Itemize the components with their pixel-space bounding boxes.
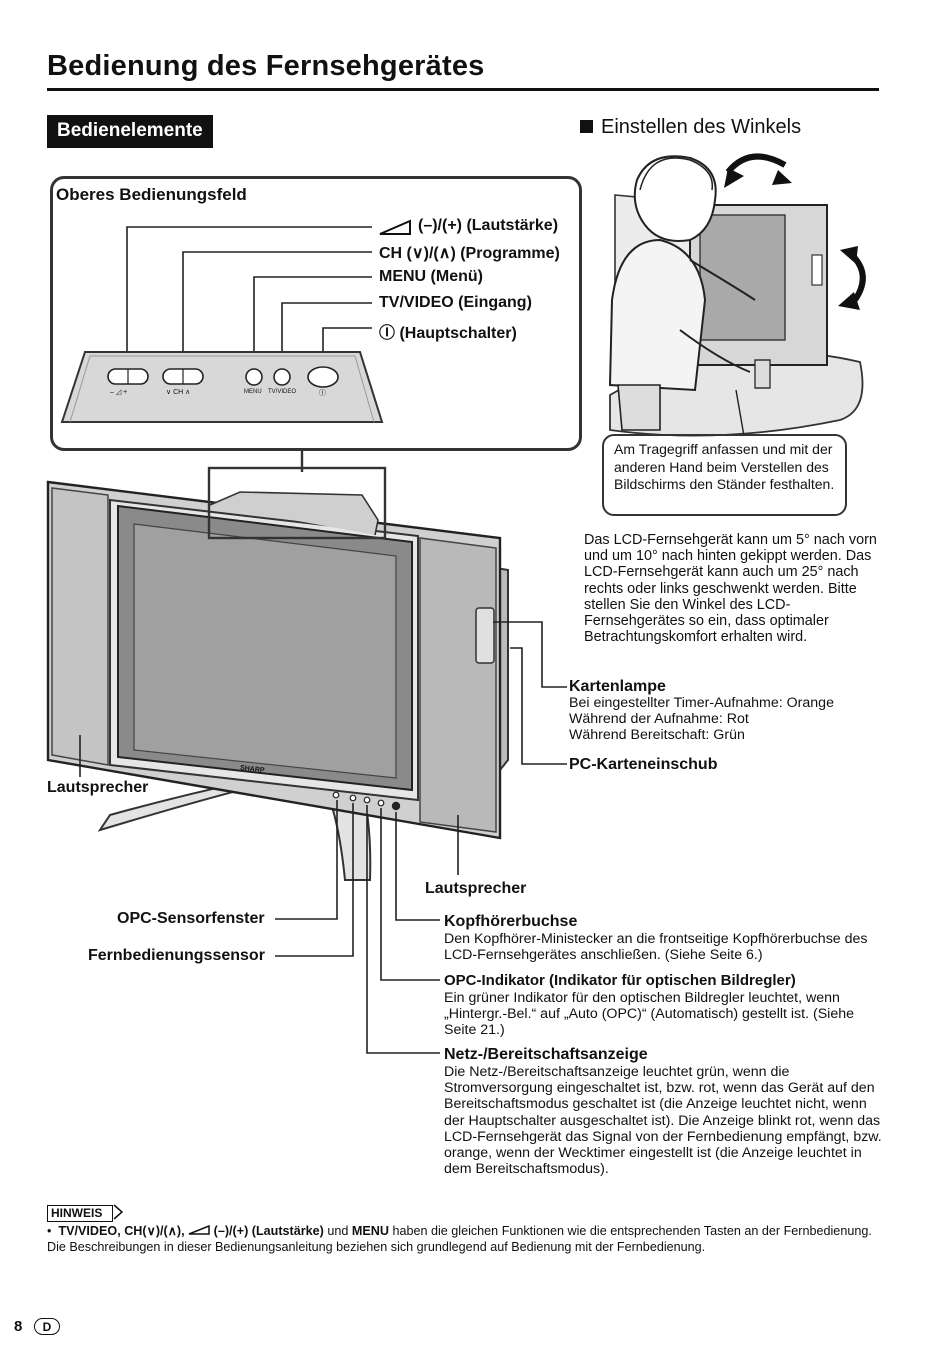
headphone-title: Kopfhörerbuchse [444,913,578,930]
control-panel-frame [50,176,582,451]
menu-label: MENU (Menü) [379,268,483,285]
opc-indicator-title: OPC-Indikator (Indikator für optischen B… [444,972,796,989]
section-label: Bedienelemente [47,115,213,148]
panel-title: Oberes Bedienungsfeld [56,185,247,204]
hint-bold-1: TV/VIDEO, CH( [58,1224,147,1238]
chevron-down-icon: ∨ [146,1224,156,1238]
page-number: 8 [14,1318,23,1335]
hint-badge: HINWEIS [47,1205,114,1222]
channel-label-suffix: ) (Programme) [450,245,560,262]
language-badge: D [34,1318,60,1335]
power-label-text: (Hauptschalter) [399,325,517,342]
angle-heading-text: Einstellen des Winkels [601,116,802,138]
chevron-up-icon: ∧ [167,1224,177,1238]
tv-leader-lines [79,621,567,1054]
power-label: Ⓘ (Hauptschalter) [379,319,517,343]
kartenlampe-title: Kartenlampe [569,678,666,695]
hint-text-2: haben die gleichen Funktionen wie die en… [47,1224,872,1254]
hint-arrow-icon [113,1204,124,1220]
chevron-up-icon: ∧ [438,245,451,262]
panel-leader-lines [126,226,372,377]
menu-button-label: MENU [244,389,262,395]
hint-bold-2: )/( [155,1224,168,1238]
remote-sensor-label: Fernbedienungssensor [88,947,265,964]
opc-indicator-desc: Ein grüner Indikator für den optischen B… [444,990,854,1039]
volume-icon [188,1225,210,1235]
volume-label: (–)/(+) (Lautstärke) [418,217,559,234]
hint-bullet: • [47,1224,52,1238]
channel-label-mid: )/( [423,245,439,262]
angle-description: Das LCD-Fernsehgerät kann um 5° nach vor… [584,532,877,646]
zoom-frame [207,466,387,540]
angle-heading: Einstellen des Winkels [580,116,801,139]
title-rule [47,88,879,91]
kartenlampe-line-2: Während der Aufnahme: Rot [569,711,749,727]
person-adjusting-tv-illustration [608,153,866,437]
speaker-left-label: Lautsprecher [47,779,149,796]
angle-note: Am Tragegriff anfassen und mit der ander… [602,434,847,516]
volume-icon [379,219,411,235]
page-title: Bedienung des Fernsehgerätes [47,50,485,82]
hint-text: • TV/VIDEO, CH(∨)/(∧), (–)/(+) (Lautstär… [47,1223,887,1255]
hint-text-1: und [323,1224,352,1238]
control-panel-drawing [60,351,384,423]
pc-card-slot-label: PC-Karteneinschub [569,756,718,773]
opc-sensor-label: OPC-Sensorfenster [117,910,265,927]
power-button-label: Ⓘ [319,390,326,397]
headphone-desc: Den Kopfhörer-Ministecker an die frontse… [444,931,868,964]
power-icon: Ⓘ [379,325,396,342]
power-indicator-title: Netz-/Bereitschaftsanzeige [444,1046,648,1063]
kartenlampe-line-3: Während Bereitschaft: Grün [569,727,745,743]
vol-button-label: – ◿ + [110,389,128,396]
kartenlampe-line-1: Bei eingestellter Timer-Aufnahme: Orange [569,695,834,711]
tv-drawing [46,480,509,881]
chevron-down-icon: ∨ [411,245,424,262]
hint-bold-4: (–)/(+) (Lautstärke) [213,1224,324,1238]
hint-bold-5: MENU [351,1224,389,1238]
channel-label-prefix: CH ( [379,245,412,262]
tvvideo-label: TV/VIDEO (Eingang) [379,294,532,311]
hint-bold-3: ), [176,1224,185,1238]
power-indicator-desc: Die Netz-/Bereitschaftsanzeige leuchtet … [444,1064,882,1178]
channel-label: CH (∨)/(∧) (Programme) [379,243,560,263]
ch-button-label: ∨ CH ∧ [166,389,191,396]
speaker-right-label: Lautsprecher [425,880,527,897]
square-bullet-icon [580,120,593,133]
tvvideo-button-label: TV/VIDEO [268,389,297,395]
